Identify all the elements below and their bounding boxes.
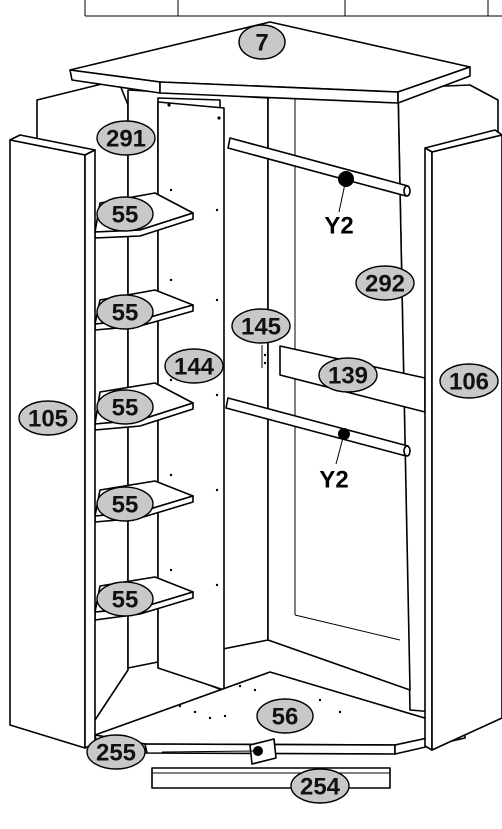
badge-bottom-panel: 56 <box>256 698 314 734</box>
badge-text: 55 <box>112 587 139 614</box>
header-table-fragment <box>84 0 502 17</box>
badge-text: 291 <box>106 126 146 153</box>
badge-text: 56 <box>272 704 299 731</box>
fitting-y2-upper <box>338 171 354 213</box>
badge-text: 254 <box>300 774 341 801</box>
divider-strip <box>261 345 267 368</box>
badge-side-panel-right: 106 <box>439 363 499 399</box>
badge-text: 144 <box>174 354 215 381</box>
badge-text: 55 <box>112 300 139 327</box>
badge-text: 55 <box>112 492 139 519</box>
badge-back-panel-left: 291 <box>96 120 156 156</box>
fitting-label-upper: Y2 <box>324 213 353 240</box>
badge-rail-support: 139 <box>318 357 378 393</box>
badge-shelf-1: 55 <box>96 196 154 232</box>
badge-text: 255 <box>96 740 136 767</box>
badge-back-panel-right: 292 <box>355 265 415 301</box>
badge-text: 55 <box>112 202 139 229</box>
side-panel-right <box>424 129 502 751</box>
badge-text: 292 <box>365 271 405 298</box>
badge-shelf-2: 55 <box>96 294 154 330</box>
plinth-bracket <box>161 738 277 765</box>
badge-shelf-5: 55 <box>96 581 154 617</box>
badge-text: 106 <box>449 369 489 396</box>
fitting-y2-lower <box>335 428 350 465</box>
badge-text: 55 <box>112 395 139 422</box>
fitting-label-lower: Y2 <box>319 467 348 494</box>
badge-text: 105 <box>28 406 68 433</box>
plinth-board <box>151 767 391 789</box>
badge-divider-panel: 144 <box>164 348 224 384</box>
badge-text: 139 <box>328 363 368 390</box>
badge-divider-strip: 145 <box>231 308 291 344</box>
badge-shelf-3: 55 <box>96 389 154 425</box>
badge-top-panel: 7 <box>238 24 286 60</box>
badge-shelf-4: 55 <box>96 486 154 522</box>
badge-side-panel-left: 105 <box>18 400 78 436</box>
badge-plinth-bracket: 255 <box>86 734 146 770</box>
badge-plinth-board: 254 <box>290 768 350 804</box>
hanging-rail-upper <box>227 137 411 197</box>
side-panel-left <box>9 134 96 749</box>
badge-text: 7 <box>255 30 268 57</box>
badge-text: 145 <box>241 314 281 341</box>
